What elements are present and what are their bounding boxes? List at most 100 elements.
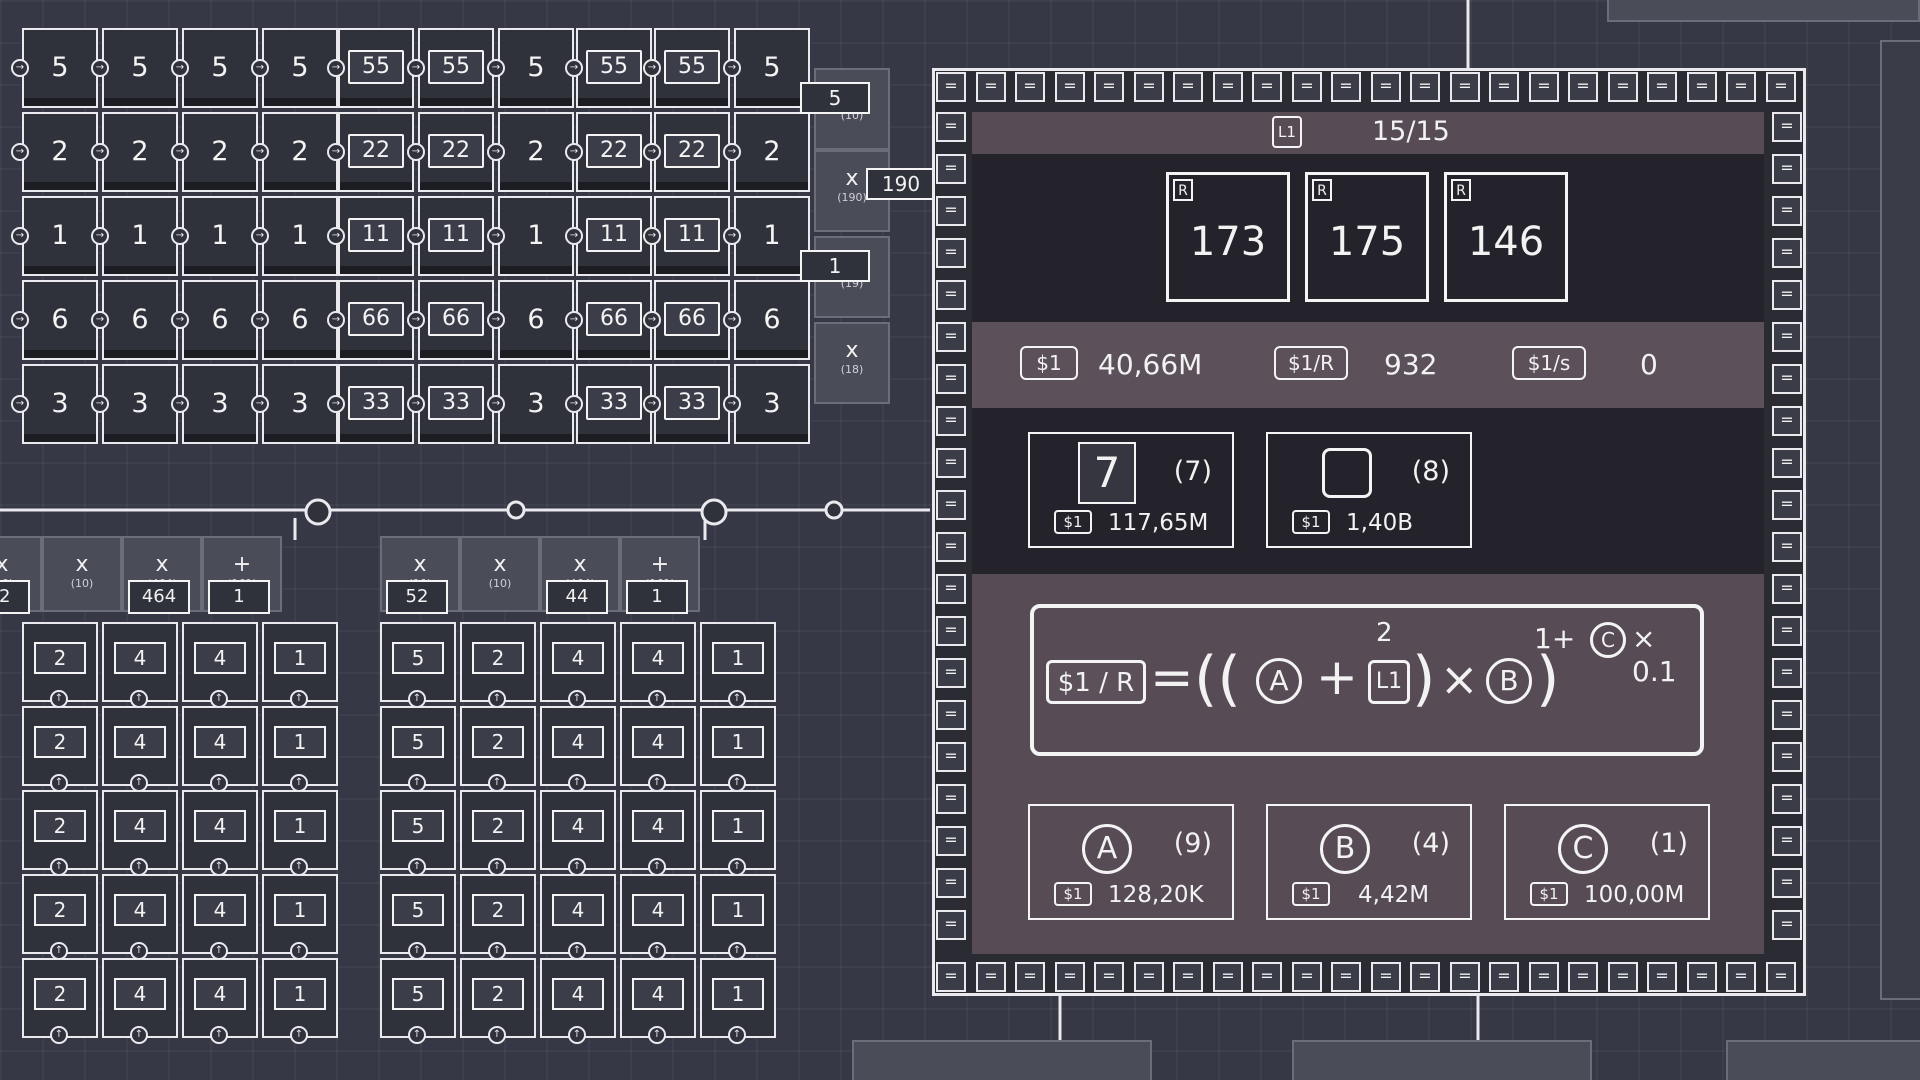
arrow-right-icon: → bbox=[171, 395, 189, 413]
grid-cell[interactable]: 2 bbox=[22, 622, 98, 702]
grid-cell[interactable]: 33 bbox=[576, 364, 652, 444]
grid-cell[interactable]: 5 bbox=[380, 622, 456, 702]
grid-cell[interactable]: 22 bbox=[418, 112, 494, 192]
grid-cell[interactable]: 6 bbox=[734, 280, 810, 360]
grid-cell[interactable]: 4 bbox=[620, 790, 696, 870]
grid-cell[interactable]: 1 bbox=[262, 706, 338, 786]
grid-cell[interactable]: 4 bbox=[102, 790, 178, 870]
grid-cell[interactable]: 1 bbox=[700, 706, 776, 786]
grid-cell[interactable]: 11 bbox=[418, 196, 494, 276]
grid-cell[interactable]: 2 bbox=[460, 874, 536, 954]
grid-cell[interactable]: 3 bbox=[182, 364, 258, 444]
operator-tile[interactable]: x(10) bbox=[42, 536, 122, 612]
grid-cell[interactable]: 4 bbox=[540, 874, 616, 954]
grid-cell[interactable]: 22 bbox=[576, 112, 652, 192]
grid-cell[interactable]: 11 bbox=[576, 196, 652, 276]
grid-cell[interactable]: 1 bbox=[700, 622, 776, 702]
grid-cell[interactable]: 4 bbox=[102, 622, 178, 702]
grid-cell[interactable]: 2 bbox=[734, 112, 810, 192]
upgrade-card-c[interactable]: C (1) $1 100,00M bbox=[1504, 804, 1710, 920]
grid-cell[interactable]: 4 bbox=[182, 622, 258, 702]
upgrade-card-grid[interactable]: (8) $1 1,40B bbox=[1266, 432, 1472, 548]
grid-cell[interactable]: 1 bbox=[262, 622, 338, 702]
grid-cell[interactable]: 5 bbox=[380, 874, 456, 954]
grid-cell[interactable]: 5 bbox=[734, 28, 810, 108]
grid-cell[interactable]: 5 bbox=[182, 28, 258, 108]
grid-cell[interactable]: 3 bbox=[102, 364, 178, 444]
grid-cell[interactable]: 33 bbox=[338, 364, 414, 444]
grid-cell[interactable]: 4 bbox=[620, 958, 696, 1038]
grid-cell[interactable]: 2 bbox=[22, 874, 98, 954]
grid-cell[interactable]: 4 bbox=[540, 790, 616, 870]
grid-cell[interactable]: 2 bbox=[460, 790, 536, 870]
grid-cell[interactable]: 22 bbox=[338, 112, 414, 192]
grid-cell-value: 3 bbox=[763, 388, 781, 419]
grid-cell[interactable]: 5 bbox=[102, 28, 178, 108]
grid-cell[interactable]: 55 bbox=[418, 28, 494, 108]
upgrade-card-b[interactable]: B (4) $1 4,42M bbox=[1266, 804, 1472, 920]
grid-cell[interactable]: 55 bbox=[576, 28, 652, 108]
grid-cell[interactable]: 4 bbox=[540, 706, 616, 786]
grid-cell[interactable]: 2 bbox=[460, 622, 536, 702]
grid-cell[interactable]: 2 bbox=[22, 706, 98, 786]
grid-cell[interactable]: 4 bbox=[102, 958, 178, 1038]
grid-cell[interactable]: 6 bbox=[498, 280, 574, 360]
grid-cell[interactable]: 2 bbox=[22, 790, 98, 870]
grid-cell[interactable]: 3 bbox=[22, 364, 98, 444]
grid-cell-value: 2 bbox=[51, 136, 69, 167]
grid-cell[interactable]: 1 bbox=[182, 196, 258, 276]
grid-cell[interactable]: 3 bbox=[734, 364, 810, 444]
grid-cell[interactable]: 1 bbox=[700, 874, 776, 954]
grid-cell[interactable]: 4 bbox=[540, 622, 616, 702]
grid-cell[interactable]: 1 bbox=[700, 790, 776, 870]
grid-cell[interactable]: 1 bbox=[262, 790, 338, 870]
arrow-right-icon: → bbox=[327, 395, 345, 413]
grid-cell[interactable]: 4 bbox=[620, 706, 696, 786]
grid-cell-value: 22 bbox=[428, 134, 484, 168]
grid-cell-value: 2 bbox=[291, 136, 309, 167]
grid-cell[interactable]: 22 bbox=[654, 112, 730, 192]
grid-cell[interactable]: 4 bbox=[182, 706, 258, 786]
grid-cell[interactable]: 1 bbox=[22, 196, 98, 276]
grid-cell[interactable]: 2 bbox=[498, 112, 574, 192]
grid-cell[interactable]: 2 bbox=[460, 706, 536, 786]
grid-cell[interactable]: 55 bbox=[338, 28, 414, 108]
grid-cell[interactable]: 6 bbox=[262, 280, 338, 360]
grid-cell[interactable]: 55 bbox=[654, 28, 730, 108]
grid-cell[interactable]: 4 bbox=[182, 790, 258, 870]
grid-cell[interactable]: 3 bbox=[498, 364, 574, 444]
grid-cell[interactable]: 1 bbox=[700, 958, 776, 1038]
grid-cell[interactable]: 1 bbox=[498, 196, 574, 276]
grid-cell[interactable]: 1 bbox=[102, 196, 178, 276]
grid-cell[interactable]: 6 bbox=[22, 280, 98, 360]
grid-cell[interactable]: 11 bbox=[338, 196, 414, 276]
grid-cell[interactable]: 66 bbox=[418, 280, 494, 360]
grid-cell[interactable]: 66 bbox=[576, 280, 652, 360]
grid-cell[interactable]: 2 bbox=[22, 112, 98, 192]
grid-cell[interactable]: 5 bbox=[380, 958, 456, 1038]
grid-cell[interactable]: 6 bbox=[182, 280, 258, 360]
grid-cell[interactable]: 6 bbox=[102, 280, 178, 360]
grid-cell[interactable]: 5 bbox=[22, 28, 98, 108]
grid-cell[interactable]: 5 bbox=[498, 28, 574, 108]
grid-cell[interactable]: 5 bbox=[380, 790, 456, 870]
upgrade-card-r-count[interactable]: 7 (7) $1 117,65M bbox=[1028, 432, 1234, 548]
grid-cell[interactable]: 1 bbox=[262, 874, 338, 954]
grid-cell[interactable]: 2 bbox=[182, 112, 258, 192]
grid-cell-value: 3 bbox=[51, 388, 69, 419]
grid-cell[interactable]: 1 bbox=[734, 196, 810, 276]
grid-cell[interactable]: 4 bbox=[620, 622, 696, 702]
grid-cell[interactable]: 2 bbox=[102, 112, 178, 192]
operator-tile[interactable]: x(10) bbox=[460, 536, 540, 612]
grid-cell[interactable]: 33 bbox=[654, 364, 730, 444]
grid-cell[interactable]: 4 bbox=[182, 874, 258, 954]
grid-cell[interactable]: 66 bbox=[654, 280, 730, 360]
grid-cell[interactable]: 66 bbox=[338, 280, 414, 360]
grid-cell[interactable]: 2 bbox=[22, 958, 98, 1038]
grid-cell[interactable]: 4 bbox=[102, 706, 178, 786]
upgrade-card-a[interactable]: A (9) $1 128,20K bbox=[1028, 804, 1234, 920]
grid-cell[interactable]: 11 bbox=[654, 196, 730, 276]
grid-cell[interactable]: 33 bbox=[418, 364, 494, 444]
grid-cell[interactable]: 1 bbox=[262, 958, 338, 1038]
operator-tile[interactable]: x(18) bbox=[814, 322, 890, 404]
